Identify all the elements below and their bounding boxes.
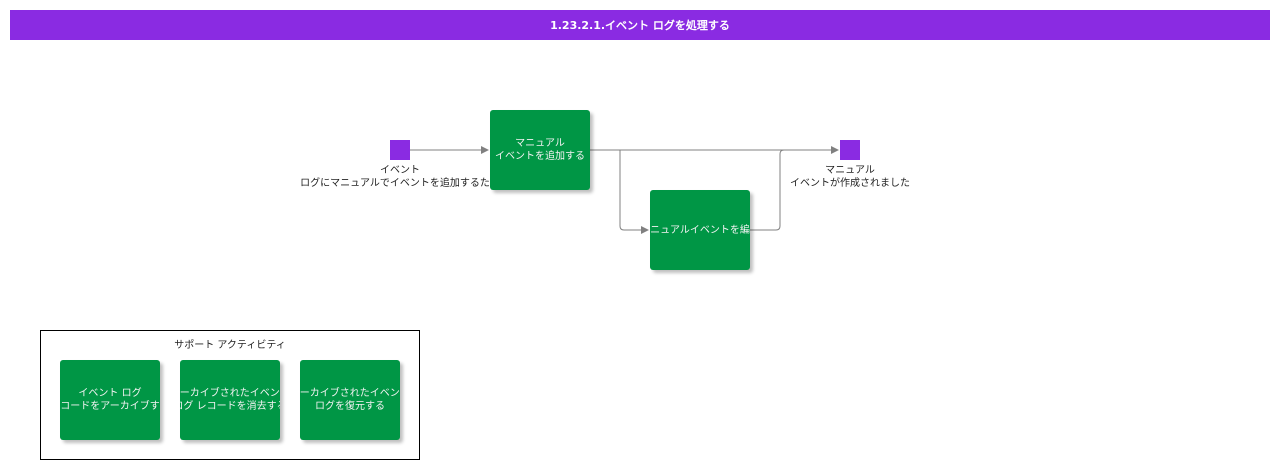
flow-add-to-edit xyxy=(619,150,649,234)
diagram-title: 1.23.2.1.イベント ログを処理する xyxy=(10,10,1270,40)
edit-manual-event-task[interactable]: マニュアルイベントを編集 xyxy=(650,190,750,270)
start-event-label: イベント ログにマニュアルでイベントを追加するため xyxy=(300,165,500,189)
purge-archived-log-task[interactable]: アーカイブされたイベント ログ レコードを消去する xyxy=(180,360,280,440)
restore-archived-log-label: アーカイブされたイベント ログを復元する xyxy=(300,388,400,412)
end-event-label: マニュアル イベントが作成されました xyxy=(790,165,910,189)
archive-event-log-label: イベント ログ レコードをアーカイブする xyxy=(60,388,160,412)
support-activities-title: サポート アクティビティ xyxy=(174,340,286,351)
edit-manual-event-label: マニュアルイベントを編集 xyxy=(650,224,750,236)
start-event[interactable] xyxy=(390,140,410,160)
purge-archived-log-label: アーカイブされたイベント ログ レコードを消去する xyxy=(180,388,280,412)
flow-edit-to-end xyxy=(750,149,785,231)
add-manual-event-task[interactable]: マニュアル イベントを追加する xyxy=(490,110,590,190)
add-manual-event-label: マニュアル イベントを追加する xyxy=(495,138,585,162)
restore-archived-log-task[interactable]: アーカイブされたイベント ログを復元する xyxy=(300,360,400,440)
end-event[interactable] xyxy=(840,140,860,160)
archive-event-log-task[interactable]: イベント ログ レコードをアーカイブする xyxy=(60,360,160,440)
